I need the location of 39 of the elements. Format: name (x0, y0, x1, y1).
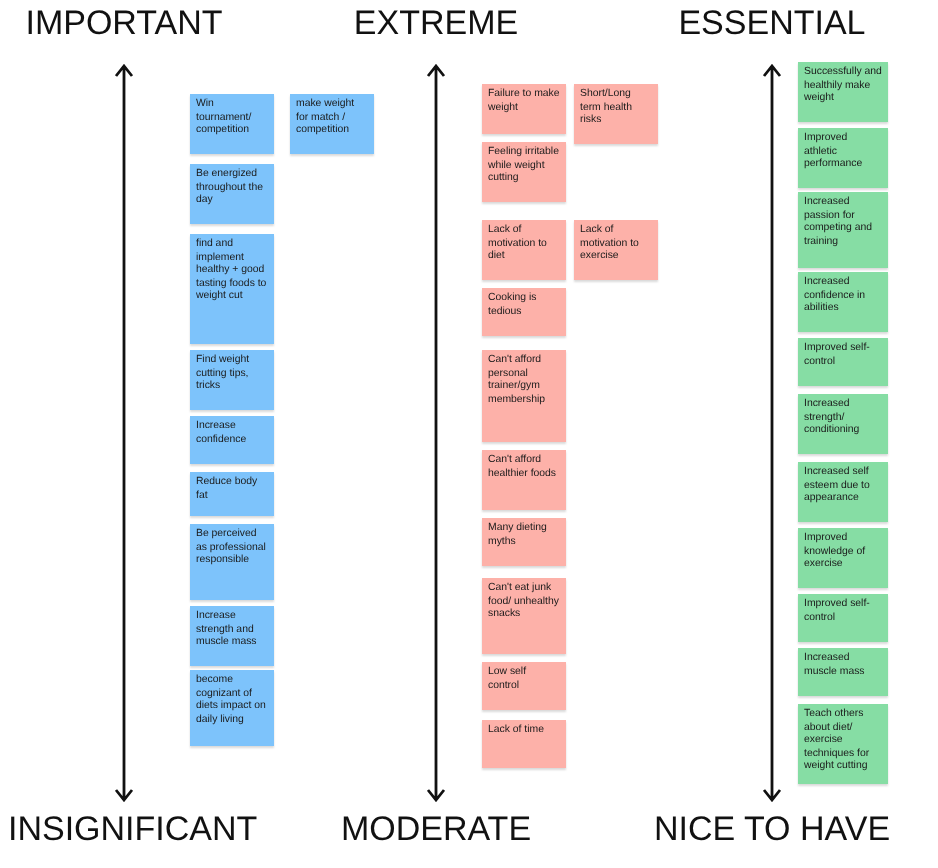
sticky-note (482, 578, 566, 654)
sticky-note (190, 94, 274, 154)
scale-heading: IMPORTANT (25, 4, 223, 44)
sticky-note (190, 164, 274, 224)
scale-heading: EXTREME (353, 4, 519, 44)
sticky-note (190, 670, 274, 746)
sticky-note (482, 288, 566, 336)
scale-heading: NICE TO HAVE (653, 810, 891, 850)
sticky-note (798, 594, 888, 642)
sticky-note (798, 192, 888, 268)
sticky-note (574, 220, 658, 280)
sticky-note (798, 338, 888, 386)
scale-heading: MODERATE (340, 810, 532, 850)
sticky-note (482, 450, 566, 510)
scale-heading: INSIGNIFICANT (8, 810, 258, 850)
sticky-note (190, 234, 274, 344)
sticky-note (190, 350, 274, 410)
sticky-note (190, 416, 274, 464)
sticky-note (798, 704, 888, 784)
sticky-note (290, 94, 374, 154)
sticky-note (190, 606, 274, 666)
sticky-note (482, 720, 566, 768)
sticky-note (798, 462, 888, 522)
sticky-note (482, 662, 566, 710)
sticky-note (798, 528, 888, 588)
sticky-note (798, 128, 888, 188)
sticky-note (482, 84, 566, 134)
sticky-note (190, 472, 274, 516)
scale-heading: ESSENTIAL (678, 4, 866, 44)
sticky-note (482, 350, 566, 442)
sticky-note (482, 220, 566, 280)
sticky-note (482, 142, 566, 202)
sticky-note (798, 648, 888, 696)
sticky-note (798, 62, 888, 122)
sticky-note (574, 84, 658, 144)
sticky-note (190, 524, 274, 600)
sticky-note (482, 518, 566, 566)
sticky-note (798, 272, 888, 332)
sticky-note (798, 394, 888, 454)
